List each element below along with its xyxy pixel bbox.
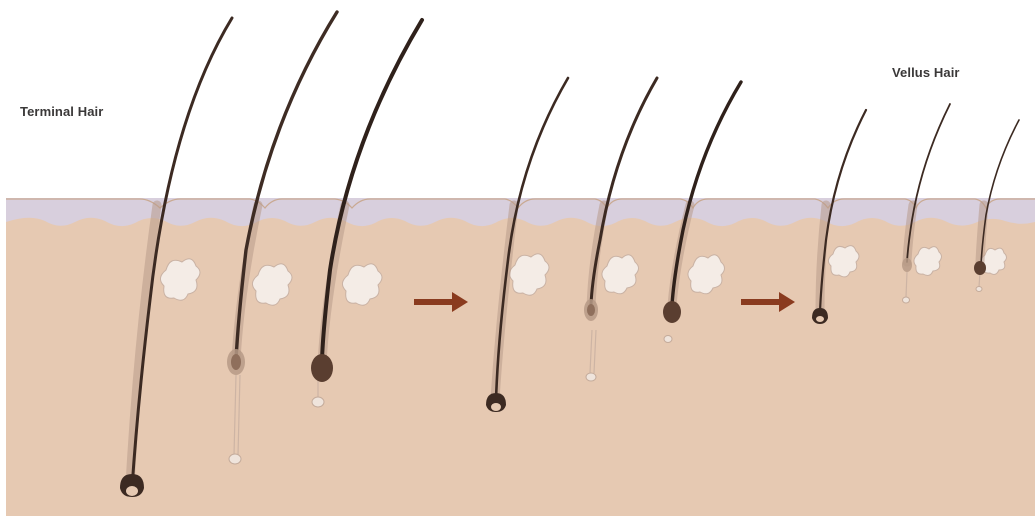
label-terminal-hair: Terminal Hair	[20, 104, 103, 119]
hair-bulb-mid-3	[663, 301, 681, 323]
label-vellus-hair: Vellus Hair	[892, 65, 960, 80]
hair-bulb-terminal-3	[311, 354, 333, 382]
hair-bulb-vellus-3	[974, 261, 986, 275]
hair-bulb-vellus-2	[902, 258, 912, 272]
dermis-layer	[6, 198, 1035, 516]
